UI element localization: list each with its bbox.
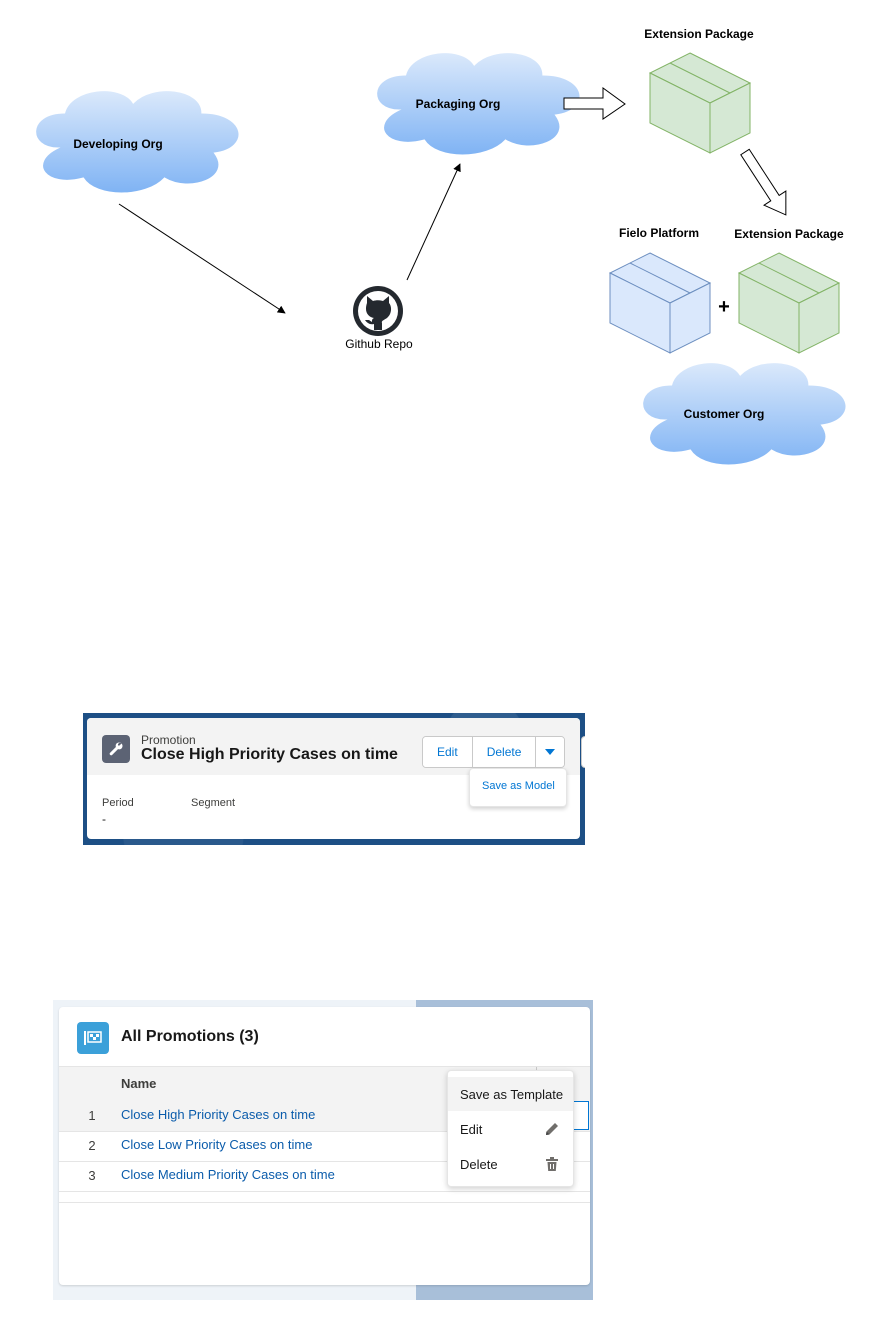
record-action-buttons: Edit Delete [422,736,566,768]
follow-button-edge[interactable] [581,736,585,768]
record-header-card: Promotion Close High Priority Cases on t… [87,718,585,839]
fielo-platform-box [609,252,711,354]
row-number: 2 [88,1138,96,1153]
extension-package-top-label: Extension Package [644,27,754,41]
more-actions-button[interactable] [536,737,565,767]
extension-package-bottom-label: Extension Package [734,227,844,241]
record-link[interactable]: Close Low Priority Cases on time [121,1137,313,1152]
menu-item-label: Edit [460,1122,483,1137]
segment-label: Segment [191,797,236,809]
arrow-github-to-packaging [406,163,461,281]
github-repo-cloud [295,264,509,389]
menu-item-label: Save as Template [460,1087,564,1102]
period-label: Period [102,797,134,809]
edit-item[interactable]: Edit [448,1112,573,1146]
packaging-org-label: Packaging Org [416,97,501,111]
trash-icon [546,1157,558,1171]
table-row[interactable]: 2 Close Low Priority Cases on time [59,1131,590,1162]
wrench-icon [102,735,130,763]
developing-org-label: Developing Org [73,137,162,151]
record-header-screenshot: Promotion Close High Priority Cases on t… [83,713,585,845]
edit-button[interactable]: Edit [423,737,473,767]
record-highlights: Promotion Close High Priority Cases on t… [87,718,585,775]
delete-item[interactable]: Delete [448,1147,573,1181]
extension-package-bottom-box [738,252,840,354]
record-link[interactable]: Close High Priority Cases on time [121,1107,316,1122]
row-actions-menu: Save as Template Edit Delete [447,1070,574,1187]
record-object-type: Promotion [141,733,196,747]
github-icon [353,286,403,336]
plus-sign: + [718,296,730,318]
pencil-icon [546,1123,558,1135]
save-as-template-item[interactable]: Save as Template [448,1077,573,1111]
more-actions-menu: Save as Model [469,768,567,807]
column-header-name[interactable]: Name [121,1076,157,1091]
hollow-arrow-right [563,87,626,120]
record-link[interactable]: Close Medium Priority Cases on time [121,1167,335,1182]
menu-item-label: Delete [460,1157,498,1172]
row-number: 1 [88,1108,96,1123]
list-view-title: All Promotions (3) [121,1028,259,1045]
extension-package-top-box [649,52,751,154]
flag-icon [77,1022,109,1054]
github-repo-label: Github Repo [345,337,413,351]
delete-button[interactable]: Delete [472,737,537,767]
customer-org-label: Customer Org [684,407,765,421]
period-value: - [102,812,106,826]
fielo-platform-label: Fielo Platform [619,226,699,240]
chevron-down-icon [545,749,556,755]
table-row[interactable]: 3 Close Medium Priority Cases on time [59,1161,590,1192]
arrow-dev-to-github [118,203,286,314]
row-number: 3 [88,1168,96,1183]
hollow-arrow-diagonal [740,148,787,216]
save-as-model-item[interactable]: Save as Model [482,780,555,792]
record-title: Close High Priority Cases on time [141,746,398,763]
row-actions-cell[interactable] [574,1101,589,1130]
deployment-diagram: Developing Org Packaging Org Github Repo… [34,27,847,466]
